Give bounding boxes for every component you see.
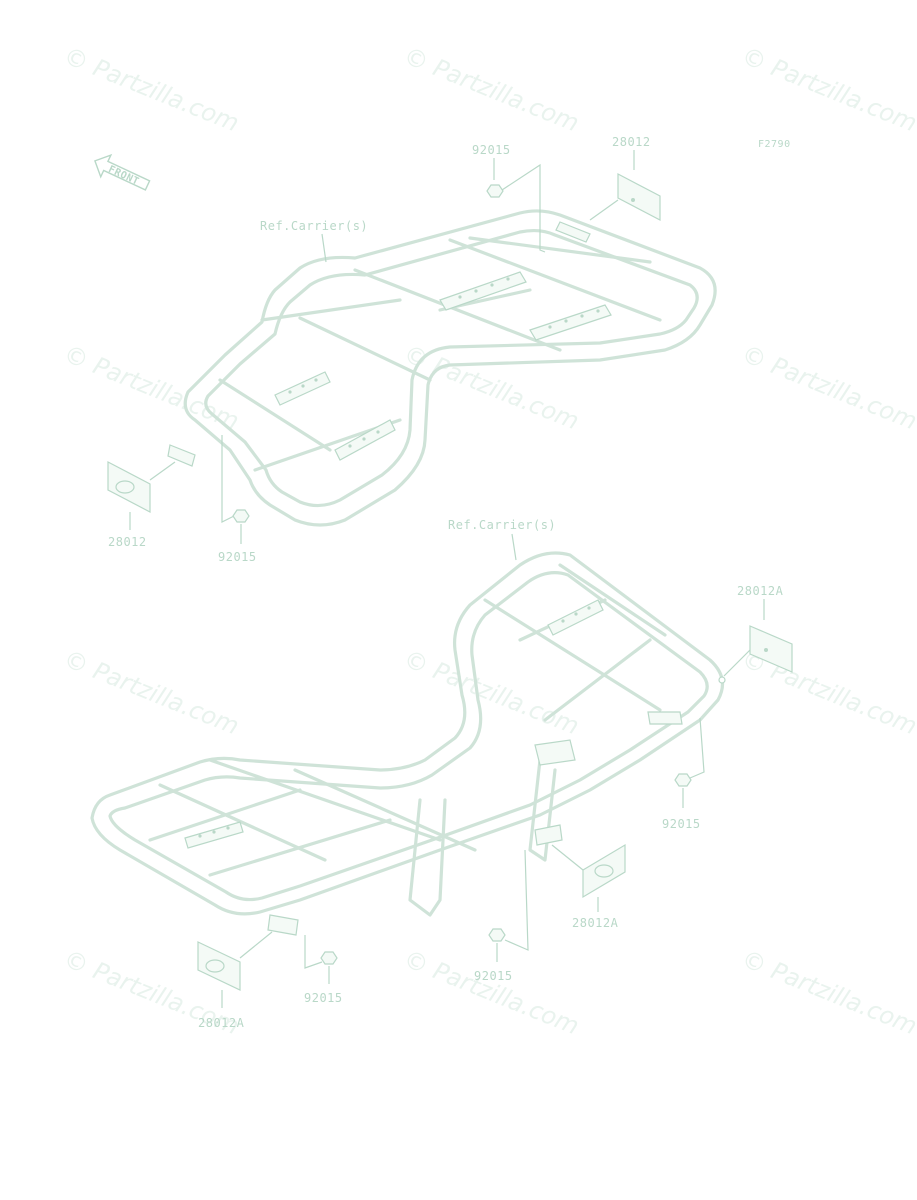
lower-rear-bracket bbox=[647, 711, 683, 725]
watermark: © Partzilla.com bbox=[738, 340, 917, 436]
callout-28012a: 28012A bbox=[572, 916, 619, 930]
callout-92015: 92015 bbox=[662, 817, 701, 831]
callout-92015: 92015 bbox=[474, 969, 513, 983]
reflector-part-icon bbox=[197, 941, 241, 991]
upper-front-bracket bbox=[167, 444, 196, 467]
lower-carrier-inner bbox=[108, 571, 709, 902]
lower-ref-carrier-label: Ref.Carrier(s) bbox=[448, 518, 556, 532]
nut-part-icon bbox=[488, 928, 506, 942]
upper-rear-bracket bbox=[555, 221, 591, 243]
reflector-part-icon bbox=[107, 461, 151, 513]
callout-92015: 92015 bbox=[472, 143, 511, 157]
upper-carrier-inner bbox=[204, 228, 699, 508]
nut-part-icon bbox=[320, 951, 338, 965]
reflector-part-icon bbox=[582, 843, 626, 899]
diagram-code: F2790 bbox=[758, 139, 791, 150]
callout-92015: 92015 bbox=[304, 991, 343, 1005]
watermark: © Partzilla.com bbox=[60, 645, 243, 741]
lower-front-bracket bbox=[267, 914, 299, 936]
watermark: © Partzilla.com bbox=[400, 42, 583, 138]
callout-28012: 28012 bbox=[612, 135, 651, 149]
upper-carrier: Ref.Carrier(s) 92015 28012 28012 bbox=[107, 135, 717, 564]
callout-28012a: 28012A bbox=[737, 584, 784, 598]
watermark: © Partzilla.com bbox=[400, 645, 583, 741]
watermark: © Partzilla.com bbox=[738, 945, 917, 1041]
reflector-part-icon bbox=[617, 173, 661, 221]
callout-28012a: 28012A bbox=[198, 1016, 245, 1030]
lower-slot-plate bbox=[184, 821, 244, 849]
upper-slot-plate bbox=[439, 271, 527, 311]
lower-carrier-frame bbox=[90, 551, 725, 916]
nut-part-icon bbox=[674, 773, 692, 787]
watermark: © Partzilla.com bbox=[400, 945, 583, 1041]
upper-slot-plate bbox=[334, 419, 396, 461]
callout-28012: 28012 bbox=[108, 535, 147, 549]
lower-side-bracket bbox=[534, 824, 563, 846]
nut-part-icon bbox=[486, 184, 504, 198]
upper-slot-plate bbox=[274, 371, 331, 406]
front-arrow-label: FRONT bbox=[106, 164, 140, 188]
watermark: © Partzilla.com bbox=[60, 42, 243, 138]
lower-center-bracket bbox=[534, 739, 576, 766]
front-arrow-icon: FRONT bbox=[94, 153, 151, 191]
lower-carrier: Ref.Carrier(s) 28012A 92015 28012A bbox=[90, 518, 793, 1030]
upper-ref-carrier-label: Ref.Carrier(s) bbox=[260, 219, 368, 233]
reflector-part-icon bbox=[749, 625, 793, 673]
lower-slot-plate bbox=[547, 599, 604, 636]
watermark: © Partzilla.com bbox=[738, 42, 917, 138]
nut-part-icon bbox=[232, 509, 250, 523]
upper-carrier-frame bbox=[183, 209, 717, 527]
callout-92015: 92015 bbox=[218, 550, 257, 564]
upper-slot-plate bbox=[529, 304, 612, 341]
